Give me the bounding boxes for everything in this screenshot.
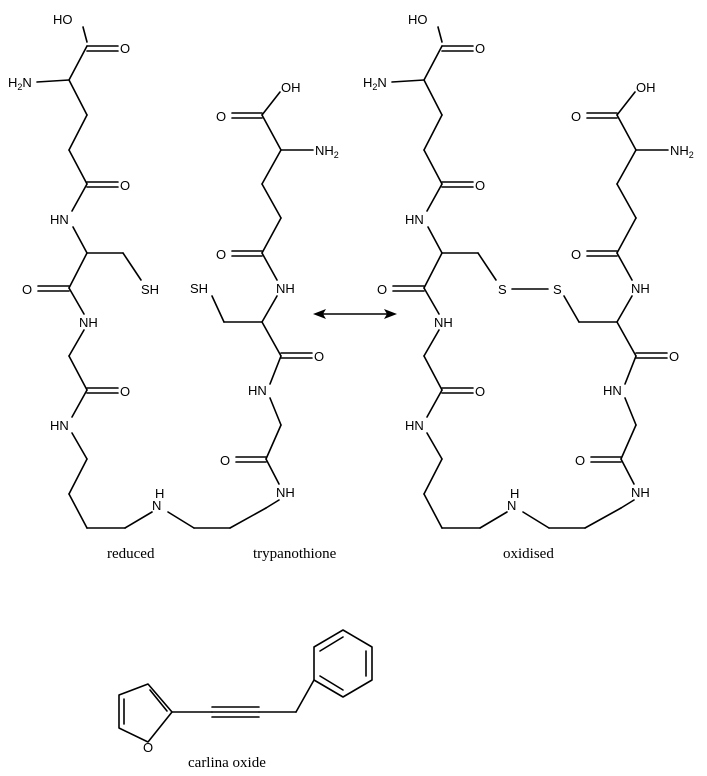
label-o-ox-4: O [475,384,485,399]
carlina-oxide-structure: O carlina oxide [118,629,373,771]
right-glutamyl-residue-ox [586,91,669,281]
label-o-ox-2: O [475,178,485,193]
label-hn-3: HN [248,383,267,398]
label-nh-ox-3: NH [631,281,650,296]
label-nh2-right: NH2 [315,143,339,160]
label-o-6: O [314,349,324,364]
spermidine-chain-reduced [68,432,280,529]
label-o-1: O [120,41,130,56]
label-sh-right: SH [190,281,208,296]
caption-reduced: reduced [107,546,155,562]
label-o-ox-1: O [475,41,485,56]
label-hn-2: HN [50,418,69,433]
label-o-furan: O [143,740,153,755]
oxidised-trypanothione-structure: HO O H2N O HN O S S NH O HN N H NH O HN … [363,12,694,529]
disulfide-bridge [511,288,580,323]
label-hn-ox-2: HN [405,418,424,433]
label-nh-ox-1: NH [434,315,453,330]
label-nh-1: NH [79,315,98,330]
reduced-trypanothione-structure: HO O H2N O HN O SH NH O HN N H NH O HN O… [8,12,339,529]
left-glutamyl-residue-ox [391,26,474,212]
left-glutamyl-residue [36,26,119,212]
label-o-2: O [120,178,130,193]
label-nh2-right-ox: NH2 [670,143,694,160]
label-o-ox-3: O [377,282,387,297]
left-glycine-residue [68,329,119,418]
double-headed-arrow [313,309,397,319]
spermidine-chain-oxidised [423,432,635,529]
furan-ring [118,683,173,743]
label-sh-left: SH [141,282,159,297]
label-nh-ox-2: NH [631,485,650,500]
benzene-ring [313,629,373,698]
caption-carlina-oxide: carlina oxide [188,755,266,771]
label-h2n-left: H2N [8,75,32,92]
label-hn-ox-1: HN [405,212,424,227]
label-o-5: O [220,453,230,468]
right-cysteine-residue-ox [578,295,668,385]
label-hn-ox-3: HN [603,383,622,398]
label-oh-right-ox: OH [636,80,656,95]
label-ho-left: HO [53,12,73,27]
label-o-ox-7: O [571,247,581,262]
left-cysteine-residue [37,226,142,315]
label-oh-right: OH [281,80,301,95]
right-glutamyl-residue-reduced [231,91,314,281]
label-s-1: S [498,282,507,297]
label-nh-amine-oxidised-h: H [510,486,519,501]
label-o-4: O [120,384,130,399]
label-h2n-left-ox: H2N [363,75,387,92]
label-o-3: O [22,282,32,297]
label-nh-amine-reduced-n: N [152,498,161,513]
label-o-8: O [216,109,226,124]
caption-oxidised: oxidised [503,546,554,562]
label-o-ox-6: O [669,349,679,364]
caption-trypanothione: trypanothione [253,546,337,562]
right-glycine-residue-reduced [235,397,282,485]
label-o-7: O [216,247,226,262]
label-nh-amine-reduced-h: H [155,486,164,501]
label-hn-1: HN [50,212,69,227]
left-cysteine-residue-ox [392,226,497,315]
label-s-2: S [553,282,562,297]
label-nh-3: NH [276,281,295,296]
right-glycine-residue-ox [590,397,637,485]
label-o-ox-5: O [575,453,585,468]
label-nh-amine-oxidised-n: N [507,498,516,513]
label-nh-2: NH [276,485,295,500]
label-o-ox-8: O [571,109,581,124]
left-glycine-residue-ox [423,329,474,418]
alkyne-linker [171,679,315,718]
label-ho-left-ox: HO [408,12,428,27]
right-cysteine-residue-reduced [211,295,313,385]
